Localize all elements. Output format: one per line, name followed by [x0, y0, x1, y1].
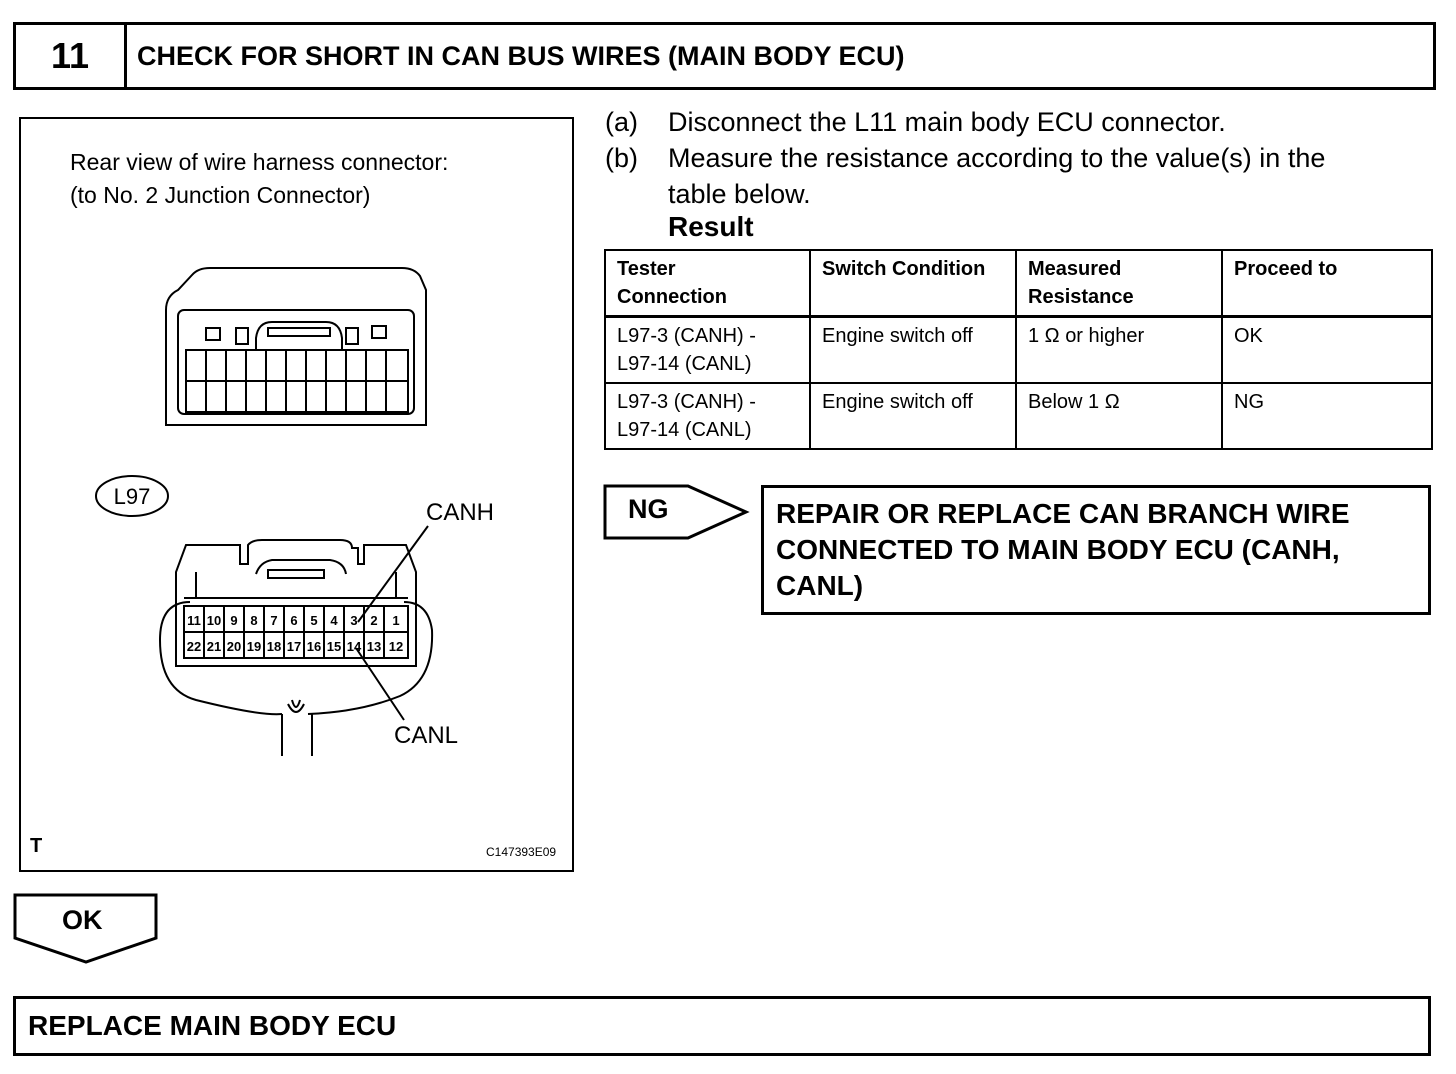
instruction-a-text: Disconnect the L11 main body ECU connect…: [668, 107, 1226, 137]
instruction-b-text-line1: Measure the resistance according to the …: [668, 143, 1326, 173]
connector-diagram: L97 11 10 9 8 7 6 5 4 3 2 1 22 21 20 19 …: [95, 267, 494, 756]
connector-figure: [19, 117, 574, 872]
figure-caption-line1: Rear view of wire harness connector:: [70, 149, 449, 175]
table-row: L97-3 (CANH) -L97-14 (CANL) Engine switc…: [604, 315, 1433, 384]
connector-front-view: [165, 267, 427, 426]
table-cell: Engine switch off: [809, 315, 1017, 384]
figure-corner-letter: T: [30, 835, 43, 857]
table-row: L97-3 (CANH) -L97-14 (CANL) Engine switc…: [604, 382, 1433, 450]
table-cell: Below 1 Ω: [1015, 382, 1223, 450]
figure-code: C147393E09: [486, 845, 557, 859]
pin-label: 12: [389, 639, 403, 654]
ng-result-line1: REPAIR OR REPLACE CAN BRANCH WIRE: [776, 498, 1350, 529]
table-cell: Engine switch off: [809, 382, 1017, 450]
pin-label: 4: [330, 613, 338, 628]
pin-label: 14: [347, 639, 362, 654]
instruction-a-label: (a): [605, 107, 638, 137]
table-header-cell: Switch Condition: [809, 249, 1017, 318]
ng-result-box: REPAIR OR REPLACE CAN BRANCH WIRE CONNEC…: [761, 485, 1431, 615]
pin-label: 1: [392, 613, 399, 628]
pin-label: 2: [370, 613, 377, 628]
pin-label: 22: [187, 639, 201, 654]
pin-label: 5: [310, 613, 317, 628]
pin-label: 10: [207, 613, 221, 628]
instruction-b-text-line2: table below.: [668, 179, 811, 209]
pin-label: 7: [270, 613, 277, 628]
table-cell: NG: [1221, 382, 1433, 450]
canl-leader-line: [355, 647, 405, 721]
step-header: 11 CHECK FOR SHORT IN CAN BUS WIRES (MAI…: [13, 22, 1436, 90]
table-cell: OK: [1221, 315, 1433, 384]
pin-label: 3: [350, 613, 357, 628]
ng-result-line3: CANL): [776, 570, 864, 601]
table-cell: 1 Ω or higher: [1015, 315, 1223, 384]
pin-label: 16: [307, 639, 321, 654]
result-heading: Result: [668, 211, 754, 242]
pin-label: 9: [230, 613, 237, 628]
ng-label: NG: [628, 494, 669, 524]
pin-label: 8: [250, 613, 257, 628]
figure-caption-line2: (to No. 2 Junction Connector): [70, 182, 371, 208]
pin-label: 17: [287, 639, 301, 654]
pin-label: 21: [207, 639, 221, 654]
canh-label: CANH: [426, 499, 494, 526]
pin-label: 15: [327, 639, 341, 654]
pin-numbers-top: 11 10 9 8 7 6 5 4 3 2 1: [187, 613, 399, 628]
pin-label: 11: [187, 613, 201, 628]
pin-label: 19: [247, 639, 261, 654]
table-cell: L97-3 (CANH) -L97-14 (CANL): [604, 382, 811, 450]
pin-numbers-bottom: 22 21 20 19 18 17 16 15 14 13 12: [187, 639, 403, 654]
table-header-cell: Proceed to: [1221, 249, 1433, 318]
figure-caption: Rear view of wire harness connector: (to…: [70, 146, 448, 212]
table-cell: L97-3 (CANH) -L97-14 (CANL): [604, 315, 811, 384]
ng-arrow: [603, 484, 750, 540]
canh-leader-line: [357, 525, 429, 623]
ok-arrow: [13, 893, 158, 964]
connector-id-badge: [95, 475, 169, 517]
pin-label: 18: [267, 639, 281, 654]
pin-label: 6: [290, 613, 297, 628]
step-number: 11: [16, 25, 127, 87]
canl-label: CANL: [394, 722, 458, 749]
pin-label: 13: [367, 639, 381, 654]
ok-label: OK: [62, 905, 103, 935]
pin-label: 20: [227, 639, 241, 654]
step-title: CHECK FOR SHORT IN CAN BUS WIRES (MAIN B…: [137, 40, 905, 71]
ok-result-box: REPLACE MAIN BODY ECU: [13, 996, 1431, 1056]
connector-id: L97: [114, 484, 151, 509]
ng-result-line2: CONNECTED TO MAIN BODY ECU (CANH,: [776, 534, 1340, 565]
instruction-b-label: (b): [605, 143, 638, 173]
